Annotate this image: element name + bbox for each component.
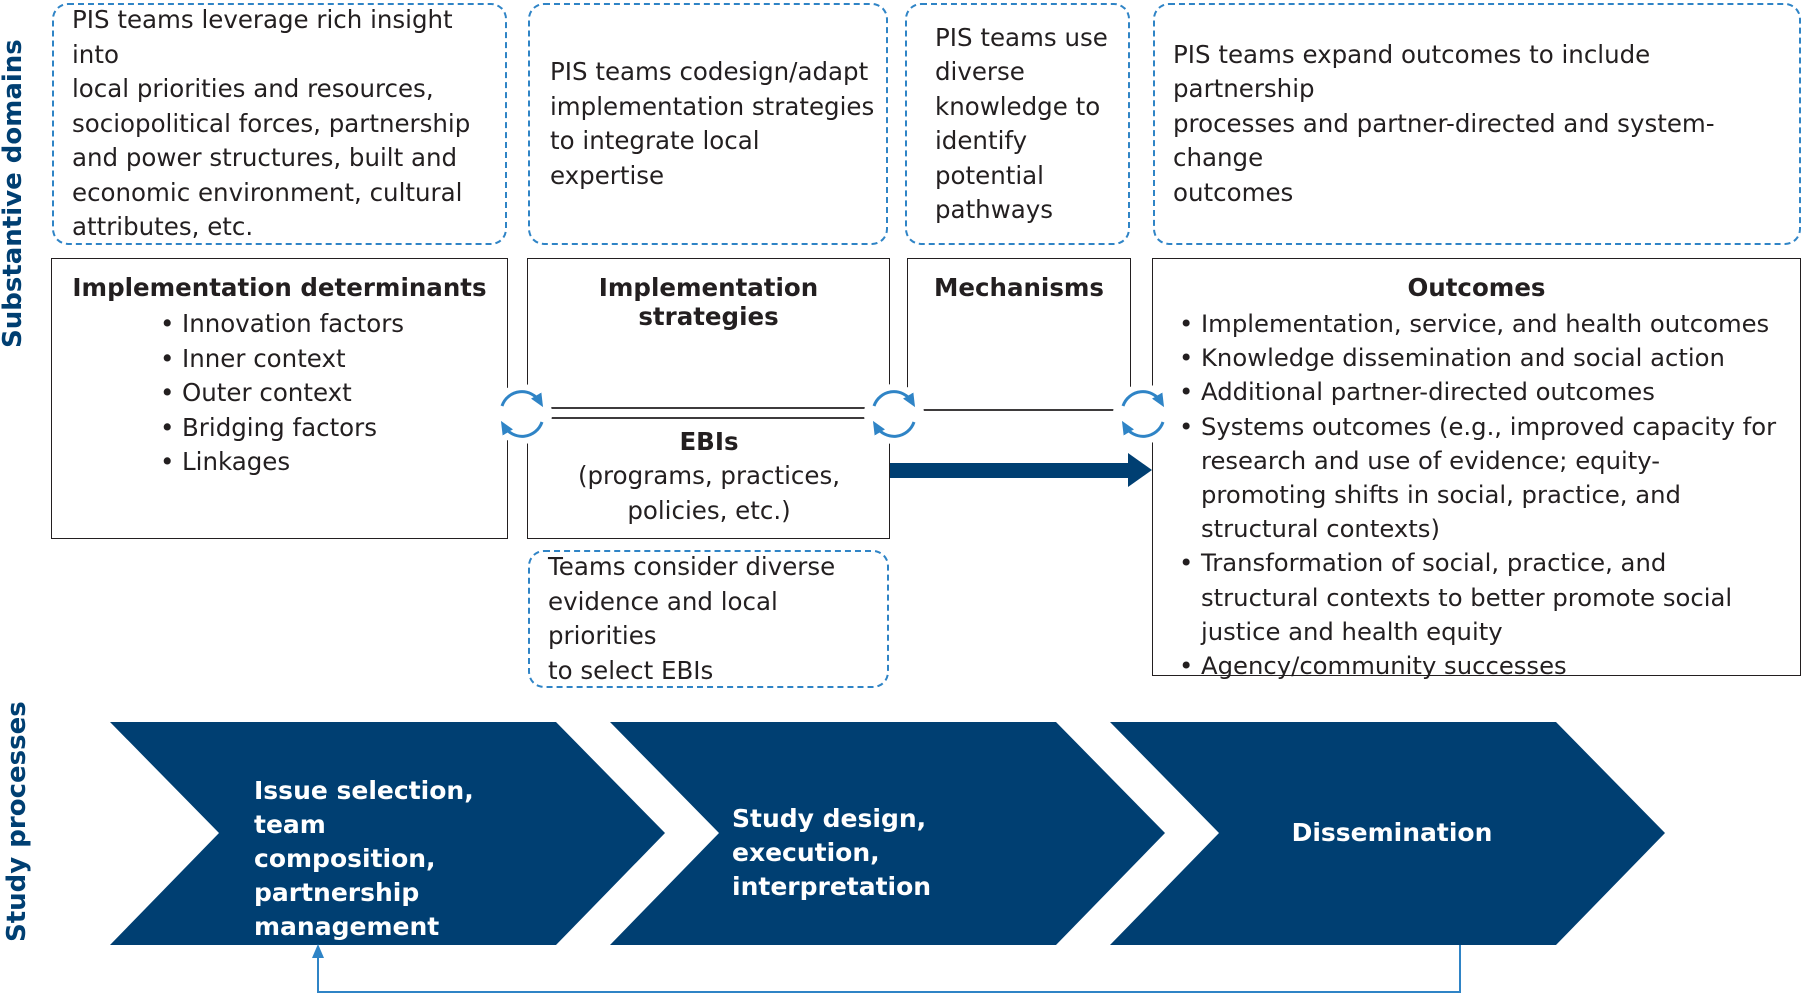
list-item: Outer context (160, 376, 507, 411)
note-mechanisms-text: PIS teams use diverse knowledge to ident… (935, 22, 1108, 225)
box-mechanisms: Mechanisms (907, 258, 1131, 410)
chevron-dissemination (1110, 722, 1665, 945)
list-item: Innovation factors (160, 307, 507, 342)
note-strategies: PIS teams codesign/adapt implementation … (528, 3, 888, 245)
list-item: Bridging factors (160, 411, 507, 446)
right-arrow-icon (890, 453, 1152, 487)
note-mechanisms: PIS teams use diverse knowledge to ident… (905, 3, 1130, 245)
box-implementation-strategies: Implementation strategies (527, 258, 890, 539)
note-strategies-text: PIS teams codesign/adapt implementation … (550, 57, 875, 190)
strategies-title: Implementation strategies (598, 273, 819, 331)
chevron-study-design (610, 722, 1165, 945)
box-outcomes: Outcomes Implementation, service, and he… (1152, 258, 1801, 683)
list-item: Transformation of social, practice, and … (1179, 546, 1780, 649)
list-item: Implementation, service, and health outc… (1179, 307, 1780, 341)
list-item: Knowledge dissemination and social actio… (1179, 341, 1780, 375)
determinants-list: Innovation factors Inner context Outer c… (160, 307, 507, 480)
note-outcomes-text: PIS teams expand outcomes to include par… (1173, 39, 1715, 207)
outcomes-title: Outcomes (1407, 273, 1546, 302)
list-item: Inner context (160, 342, 507, 377)
box-implementation-determinants: Implementation determinants Innovation f… (51, 258, 508, 539)
step-study-design-label: Study design, execution, interpretation (732, 804, 932, 901)
note-outcomes: PIS teams expand outcomes to include par… (1153, 3, 1801, 245)
chevron-issue-selection (110, 722, 665, 945)
list-item: Agency/community successes (1179, 649, 1780, 683)
cycle-arrows-icon (492, 384, 552, 444)
list-item: Linkages (160, 445, 507, 480)
note-ebis: Teams consider diverse evidence and loca… (528, 550, 889, 688)
feedback-arrow-icon (312, 944, 1461, 993)
list-item: Additional partner-directed outcomes (1179, 375, 1780, 409)
list-item: Systems outcomes (e.g., improved capacit… (1179, 410, 1780, 547)
cycle-arrows-icon (1113, 384, 1173, 444)
mechanisms-title: Mechanisms (933, 273, 1105, 302)
note-ebis-text: Teams consider diverse evidence and loca… (548, 552, 836, 685)
cycle-arrows-icon (864, 384, 924, 444)
note-determinants: PIS teams leverage rich insight into loc… (52, 3, 507, 245)
ebis-subtitle: (programs, practices, policies, etc.) (577, 461, 841, 525)
note-determinants-text: PIS teams leverage rich insight into loc… (72, 5, 471, 242)
ebis-title: EBIs (679, 427, 739, 456)
step-dissemination-label: Dissemination (1291, 818, 1493, 847)
ebis-block: EBIs (programs, practices, policies, etc… (528, 425, 890, 528)
step-issue-selection-label: Issue selection, team composition, partn… (254, 776, 474, 941)
outcomes-list: Implementation, service, and health outc… (1179, 307, 1780, 683)
determinants-title: Implementation determinants (72, 273, 487, 302)
